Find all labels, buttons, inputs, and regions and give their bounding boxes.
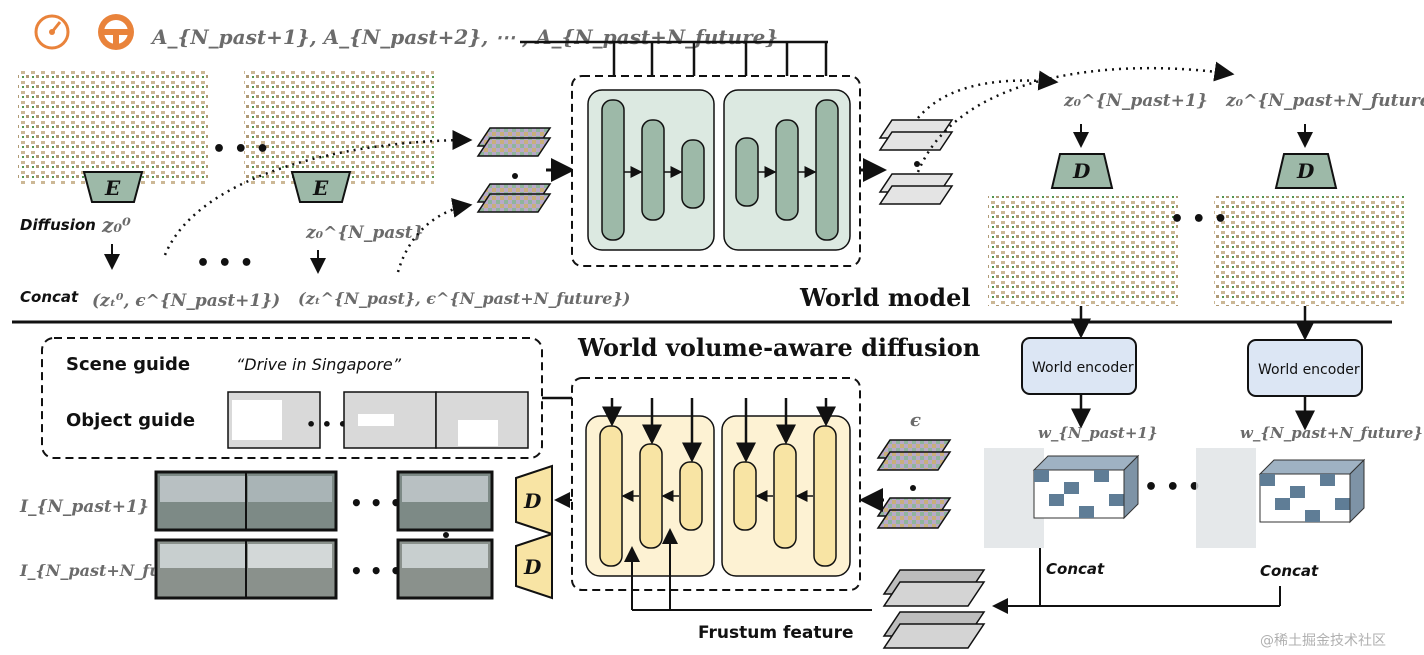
world-encoder-2-label: World encoder (1258, 362, 1360, 378)
diffusion-label: Diffusion (20, 216, 96, 234)
decoder-top-1-label: D (1072, 159, 1091, 183)
occupancy-future-1 (988, 196, 1178, 306)
decoder-top-2: D (1274, 153, 1338, 189)
decoder-top-2-label: D (1296, 159, 1315, 183)
ellipsis-4: • • • (1144, 475, 1202, 500)
encoder-2: E (290, 171, 352, 203)
scene-guide-label: Scene guide (66, 354, 190, 375)
concat-last-label: (zₜ^{N_past}, ϵ^{N_past+N_future}) (298, 289, 630, 308)
strip-1-ellipsis: • • • (350, 491, 402, 515)
volume-cube-2 (1196, 448, 1366, 548)
world-encoder-1: World encoder (1021, 337, 1137, 395)
concat-label-bottom-2: Concat (1260, 562, 1319, 580)
ellipsis-1: • • • (212, 137, 270, 162)
z-past-label: z₀^{N_past} (305, 223, 424, 243)
concat-label-bottom-1: Concat (1046, 560, 1105, 578)
decoder-bottom-1-label: D (523, 489, 542, 513)
volume-diffusion-unet (571, 377, 861, 591)
watermark: @稀土掘金技术社区 (1260, 633, 1386, 649)
encoder-2-label: E (312, 176, 329, 200)
frustum-feature-stack (882, 569, 986, 649)
ellipsis-2: • • • (196, 251, 254, 276)
frustum-arrows (624, 528, 1281, 614)
occupancy-image-2 (244, 70, 434, 185)
epsilon-label: ϵ (910, 410, 921, 431)
world-model-title: World model (799, 283, 970, 312)
ellipsis-3: • • • (1170, 207, 1228, 232)
latent-stack-input (476, 127, 552, 213)
world-encoder-1-label: World encoder (1032, 360, 1134, 376)
strip-2-ellipsis: • • • (350, 559, 402, 583)
camera-strip-1: • • • (154, 470, 494, 532)
world-model-unet (571, 75, 861, 267)
dotted-curve-4 (916, 61, 1235, 173)
camera-strip-2: • • • (154, 538, 494, 600)
w-last-label: w_{N_past+N_future} (1240, 424, 1423, 442)
dotted-curve-2 (396, 198, 473, 273)
dotted-curve-1 (163, 130, 473, 256)
frustum-label: Frustum feature (698, 623, 854, 643)
mask-ellipsis: • • • (306, 415, 348, 434)
concat-label-top: Concat (20, 288, 79, 306)
encoder-1-label: E (104, 176, 121, 200)
latent-stack-output (878, 119, 954, 205)
actions-label: A_{N_past+1}, A_{N_past+2}, ⋯ , A_{N_pas… (150, 25, 778, 49)
w-first-label: w_{N_past+1} (1038, 424, 1158, 442)
speedometer-icon (34, 14, 70, 50)
decoder-bottom-2-label: D (523, 555, 542, 579)
z-future-last-label: z₀^{N_past+N_future} (1225, 91, 1424, 111)
volume-diffusion-title: World volume-aware diffusion (577, 333, 980, 362)
dotted-curve-3 (917, 70, 1059, 119)
scene-guide-text: “Drive in Singapore” (236, 355, 402, 374)
decoder-bottom-1: D (515, 464, 553, 536)
world-encoder-2: World encoder (1247, 339, 1363, 397)
steering-wheel-icon (98, 14, 134, 50)
z-future-first-label: z₀^{N_past+1} (1063, 91, 1208, 111)
volume-cube-1 (984, 448, 1140, 548)
occupancy-image-1 (18, 70, 208, 185)
z-first-label: z₀⁰ (101, 213, 131, 237)
decoder-bottom-2: D (515, 532, 553, 600)
concat-first-label: (zₜ⁰, ϵ^{N_past+1}) (92, 291, 280, 311)
decoder-top-1: D (1050, 153, 1114, 189)
object-guide-masks: • • • (227, 391, 529, 449)
object-guide-label: Object guide (66, 410, 195, 431)
image-first-label: I_{N_past+1} (19, 497, 149, 517)
occupancy-future-2 (1214, 196, 1404, 306)
noise-stack (876, 439, 952, 529)
encoder-1: E (82, 171, 144, 203)
